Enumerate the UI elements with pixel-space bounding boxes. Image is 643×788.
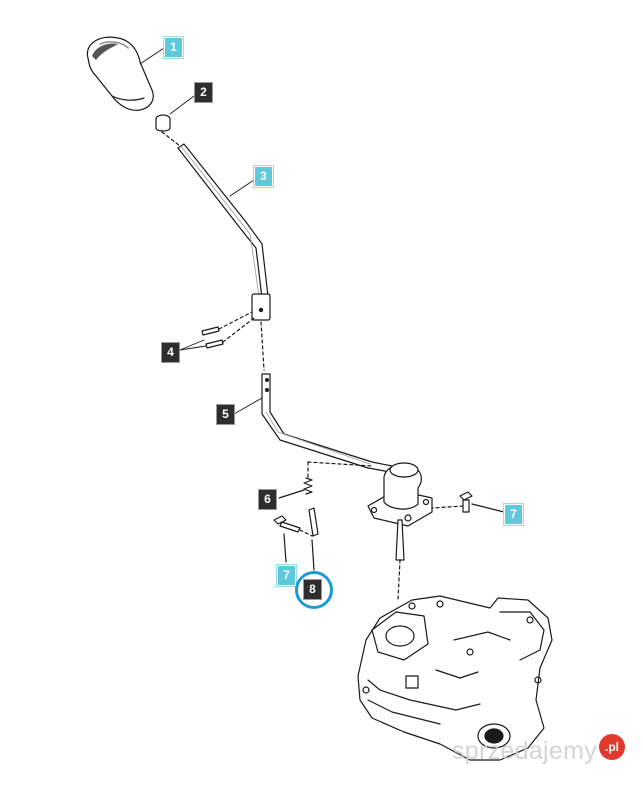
lever-pins [201, 311, 265, 371]
spring [278, 477, 313, 499]
callout-1: 1 [164, 37, 183, 58]
callout-2-label: 2 [200, 85, 207, 99]
callout-6-label: 6 [264, 492, 271, 506]
callout-8-highlight-ring [295, 571, 333, 609]
watermark-text: sprzedajemy [452, 737, 598, 765]
knob-bushing [155, 114, 171, 132]
callout-3: 3 [254, 166, 273, 187]
callout-1-label: 1 [170, 40, 177, 54]
callout-5: 5 [216, 404, 235, 425]
gearbox-housing [357, 595, 553, 761]
shift-housing [307, 461, 433, 601]
callout-7-right-label: 7 [510, 507, 517, 521]
callout-4: 4 [161, 342, 180, 363]
bolt-left [273, 515, 313, 563]
callout-5-label: 5 [222, 407, 229, 421]
shift-knob [86, 36, 154, 111]
lower-shift-rod [261, 373, 393, 473]
callout-4-label: 4 [167, 345, 174, 359]
leader-lines [139, 47, 263, 415]
bolt-right [431, 491, 505, 513]
upper-shift-lever [161, 131, 271, 321]
callout-8: 8 [303, 579, 322, 600]
plunger-pin [308, 507, 319, 571]
callout-3-label: 3 [260, 169, 267, 183]
watermark-badge: .pl [599, 734, 625, 760]
callout-6: 6 [258, 489, 277, 510]
callout-2: 2 [194, 82, 213, 103]
callout-7-left-label: 7 [283, 568, 290, 582]
callout-8-label: 8 [309, 582, 316, 596]
callout-7-left: 7 [277, 565, 296, 586]
callout-7-right: 7 [504, 504, 523, 525]
